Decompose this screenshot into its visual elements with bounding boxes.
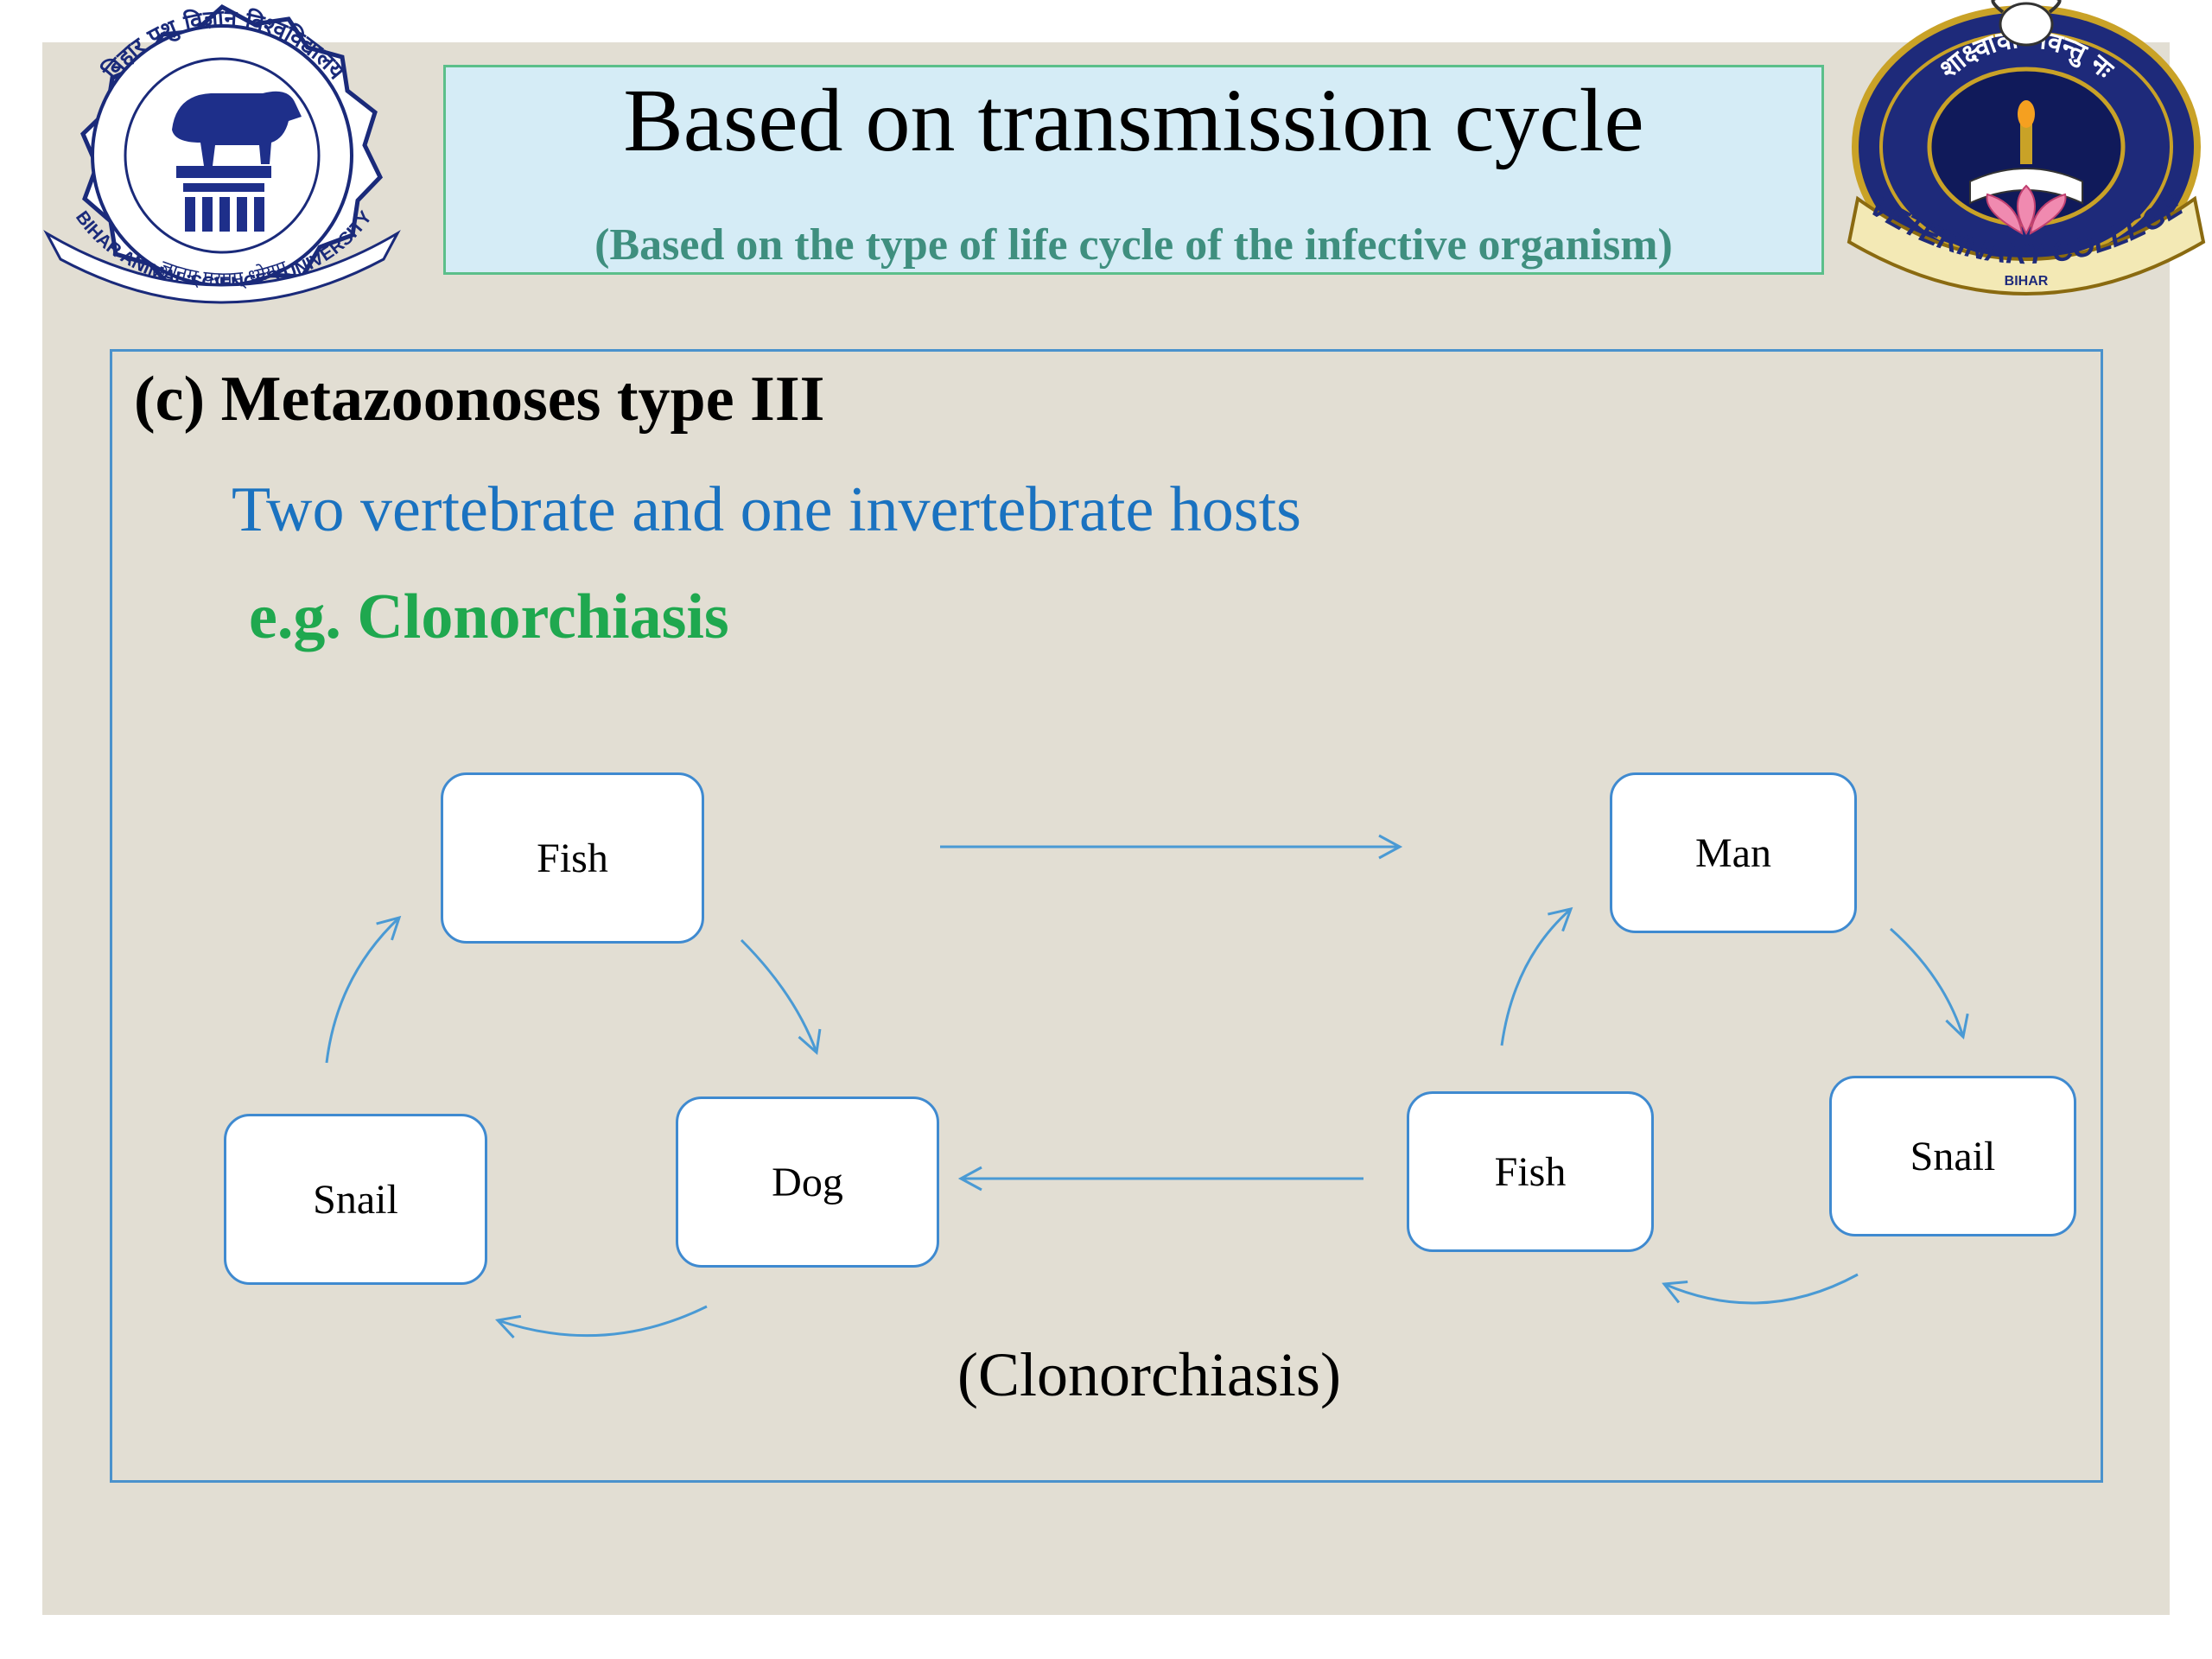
- arrow-snail-to-fish-right: [1662, 1273, 1859, 1305]
- title-box: Based on transmission cycle (Based on th…: [443, 65, 1824, 275]
- cow-head-icon: [1991, 0, 2062, 47]
- node-dog: Dog: [676, 1096, 939, 1268]
- arrow-dog-to-snail: [495, 1305, 708, 1339]
- node-snail-left: Snail: [224, 1114, 487, 1285]
- node-fish-right: Fish: [1407, 1091, 1654, 1252]
- lotus-icon: [1986, 184, 2067, 236]
- example-text: e.g. Clonorchiasis: [249, 582, 729, 652]
- page-subtitle: (Based on the type of life cycle of the …: [594, 220, 1673, 270]
- page-title: Based on transmission cycle: [623, 71, 1644, 170]
- arrow-fish-to-man-right: [1500, 906, 1573, 1046]
- section-heading: (c) Metazoonoses type III: [134, 364, 825, 435]
- node-snail-right: Snail: [1829, 1076, 2076, 1236]
- logo-right-place: BIHAR: [2005, 274, 2049, 289]
- basu-logo: बिहार पशु विज्ञान विश्वविद्यालय BIHAR AN…: [43, 3, 401, 304]
- node-fish-left: Fish: [441, 772, 704, 944]
- node-man: Man: [1610, 772, 1857, 933]
- hosts-description: Two vertebrate and one invertebrate host…: [232, 474, 1301, 545]
- arrow-fish-to-dog: [740, 938, 822, 1055]
- content-frame: [110, 349, 2103, 1483]
- arrow-snail-to-fish: [325, 915, 402, 1064]
- arrow-man-to-snail: [1890, 927, 1969, 1040]
- bull-emblem-icon: [172, 91, 302, 232]
- veterinary-college-logo: शाक्ष्वावी भवन्तु नः VETERINARY COLLEGE …: [1847, 0, 2206, 296]
- diagram-caption: (Clonorchiasis): [957, 1340, 1341, 1409]
